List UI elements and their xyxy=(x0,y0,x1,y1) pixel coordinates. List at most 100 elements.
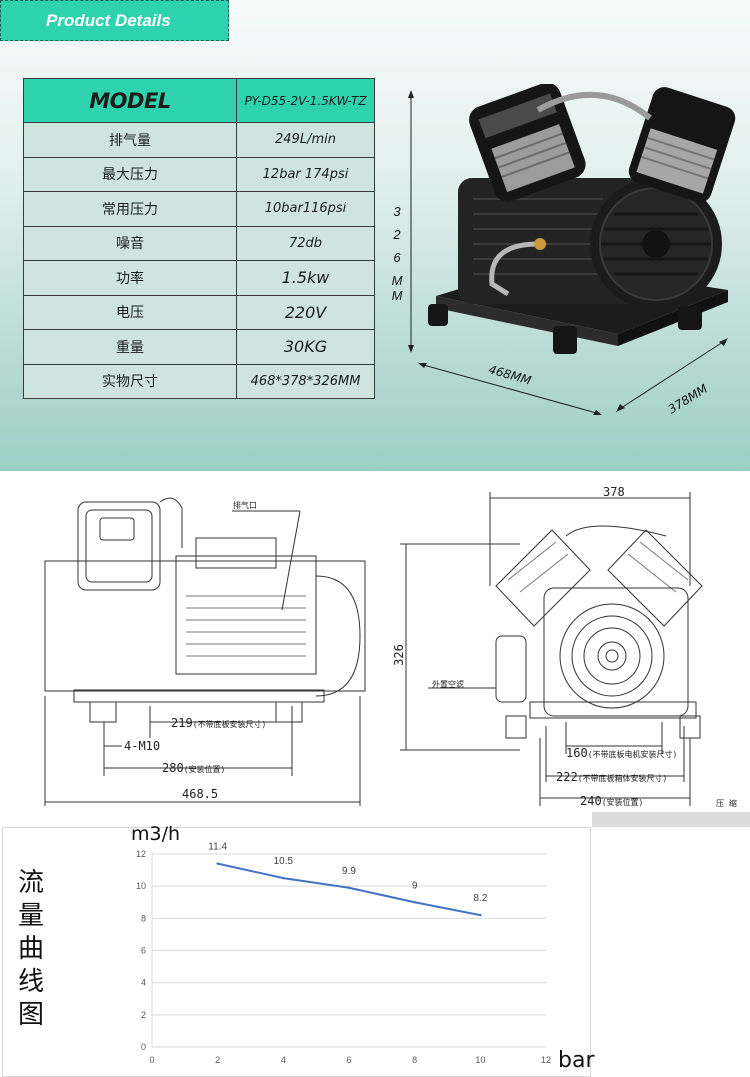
data-label: 11.4 xyxy=(208,842,227,853)
x-axis-unit: bar xyxy=(558,1048,595,1073)
spec-row: 排气量 249L/min xyxy=(23,122,375,158)
exhaust-port-label: 排气口 xyxy=(233,501,257,510)
dim-378-label: 378 xyxy=(603,485,625,499)
dim-160-value: 160 xyxy=(566,746,588,760)
y-axis-unit: m3/h xyxy=(131,823,181,845)
x-tick-label: 2 xyxy=(215,1055,220,1065)
spec-row: 电压 220V xyxy=(23,294,375,330)
spec-label: 最大压力 xyxy=(23,156,237,192)
spec-row: 噪音 72db xyxy=(23,225,375,261)
spec-label: 常用压力 xyxy=(23,191,237,227)
data-point xyxy=(282,876,285,880)
height-char: M xyxy=(391,288,403,303)
spec-row: 最大压力 12bar 174psi xyxy=(23,156,375,192)
x-tick-label: 6 xyxy=(346,1055,351,1065)
dim-240-note: (安装位置) xyxy=(601,798,644,807)
spec-value: 468*378*326MM xyxy=(236,363,375,399)
x-tick-label: 10 xyxy=(475,1055,485,1065)
data-label: 10.5 xyxy=(274,856,294,867)
chart-top-strip xyxy=(0,812,592,827)
spec-value: 30KG xyxy=(236,329,375,365)
compressor-photo xyxy=(408,84,736,415)
spec-label: 实物尺寸 xyxy=(23,363,237,399)
chart-frame xyxy=(2,827,591,1077)
x-tick-label: 0 xyxy=(149,1055,154,1065)
height-char: 6 xyxy=(393,250,401,265)
dim-219-value: 219 xyxy=(171,716,193,730)
data-label: 9 xyxy=(412,880,418,891)
data-label: 9.9 xyxy=(342,866,356,877)
data-label: 8.2 xyxy=(473,893,487,904)
dim-219-label: 219(不带底板安装尺寸) xyxy=(171,716,266,730)
product-details-panel: Product Details MODEL PY-D55-2V-1.5KW-TZ… xyxy=(0,0,750,471)
dim-280-note: (安装位置) xyxy=(183,765,226,774)
spec-label: 排气量 xyxy=(23,122,237,158)
y-tick-label: 10 xyxy=(136,881,146,891)
dim-160-label: 160(不带底板电机安装尺寸) xyxy=(566,746,677,760)
data-point xyxy=(479,913,482,917)
corner-text: 压 缩 xyxy=(716,799,737,808)
spec-label: 功率 xyxy=(23,260,237,296)
dim-280-label: 280(安装位置) xyxy=(162,761,225,775)
spec-row: 常用压力 10bar116psi xyxy=(23,191,375,227)
dim-160-note: (不带底板电机安装尺寸) xyxy=(587,750,678,759)
spec-value: 10bar116psi xyxy=(236,191,375,227)
chart-vertical-title: 流 量 曲 线 图 xyxy=(14,867,48,1032)
spec-label: 电压 xyxy=(23,294,237,330)
spec-value: 12bar 174psi xyxy=(236,156,375,192)
external-filter-label: 外置空滤 xyxy=(432,680,464,689)
chart-data-labels: 11.4 10.5 9.9 9 8.2 xyxy=(208,842,487,904)
title-char: 图 xyxy=(17,1000,44,1030)
dim-326-label: 326 xyxy=(391,644,406,666)
y-tick-label: 2 xyxy=(141,1010,146,1020)
spec-row: 实物尺寸 468*378*326MM xyxy=(23,363,375,399)
spec-value: 1.5kw xyxy=(236,260,375,296)
dim-4m10-label: 4-M10 xyxy=(124,739,161,753)
chart-side-strip xyxy=(592,812,750,827)
spec-header-row: MODEL PY-D55-2V-1.5KW-TZ xyxy=(23,78,375,123)
dim-222-value: 222 xyxy=(556,770,578,784)
dim-280-value: 280 xyxy=(162,761,184,775)
spec-label: 重量 xyxy=(23,329,237,365)
x-tick-label: 4 xyxy=(281,1055,286,1065)
y-tick-label: 4 xyxy=(141,978,146,988)
chart-grid xyxy=(151,853,546,1048)
spec-label: 噪音 xyxy=(23,225,237,261)
title-char: 量 xyxy=(17,901,44,931)
engineering-drawing: 排气口 219(不带底板安装尺寸) 4-M10 280(安装位置) 468.5 … xyxy=(0,476,750,812)
spec-table: MODEL PY-D55-2V-1.5KW-TZ 排气量 249L/min 最大… xyxy=(23,78,375,399)
height-char: 2 xyxy=(393,227,401,242)
spec-row: 重量 30KG xyxy=(23,329,375,365)
title-char: 曲 xyxy=(17,934,44,964)
y-tick-label: 8 xyxy=(141,913,146,923)
dim-468-label: 468.5 xyxy=(182,787,219,801)
dim-240-label: 240(安装位置) xyxy=(580,794,643,808)
title-char: 流 xyxy=(17,868,44,898)
data-point xyxy=(413,901,416,904)
dim-219-note: (不带底板安装尺寸) xyxy=(192,720,267,729)
height-char: 3 xyxy=(393,204,401,219)
model-value: PY-D55-2V-1.5KW-TZ xyxy=(236,78,375,123)
spec-row: 功率 1.5kw xyxy=(23,260,375,296)
drawing-lines xyxy=(44,492,703,806)
title-char: 线 xyxy=(17,967,44,997)
y-tick-label: 12 xyxy=(136,849,146,859)
model-label: MODEL xyxy=(23,78,237,123)
data-point xyxy=(216,862,219,865)
spec-value: 249L/min xyxy=(236,122,375,158)
x-tick-label: 8 xyxy=(412,1055,417,1065)
data-point xyxy=(347,886,351,889)
dim-222-note: (不带底板箱体安装尺寸) xyxy=(577,774,668,783)
y-tick-label: 6 xyxy=(141,946,146,956)
dim-240-value: 240 xyxy=(580,794,602,808)
height-dimension-label: 3 2 6 M M xyxy=(391,204,403,303)
spec-value: 72db xyxy=(236,225,375,261)
dim-222-label: 222(不带底板箱体安装尺寸) xyxy=(556,770,667,784)
height-char: M xyxy=(391,273,403,288)
x-tick-label: 12 xyxy=(541,1055,551,1065)
spec-value: 220V xyxy=(236,294,375,330)
section-title-tag: Product Details xyxy=(0,0,229,41)
